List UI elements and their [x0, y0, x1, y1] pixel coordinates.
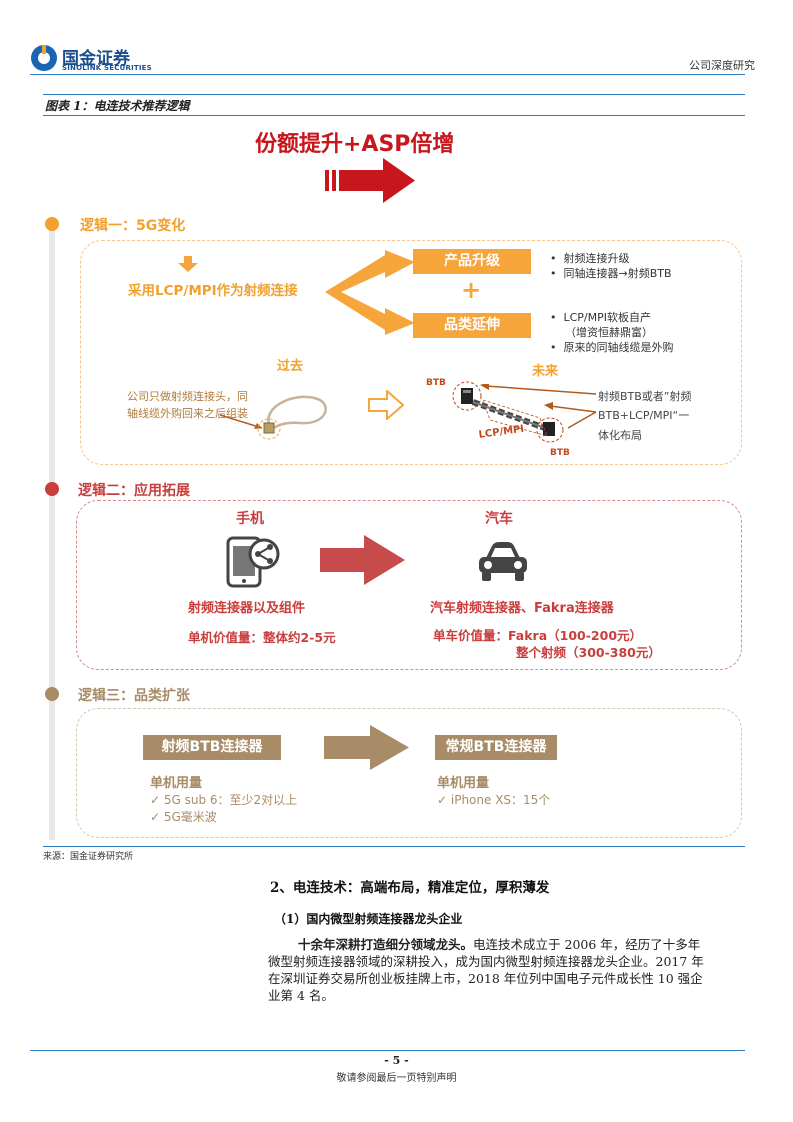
usage-item-1a: ✓ 5G sub 6：至少2对以上: [150, 793, 298, 807]
paragraph-text1: 电连技术成立于 2006 年，经历了十多年: [473, 937, 701, 952]
logic1-title: 逻辑一：5G变化: [80, 218, 186, 234]
tan-arrow-icon: [324, 725, 409, 770]
header-divider: [30, 74, 745, 75]
caption-divider-bottom: [43, 115, 745, 116]
car-icon: [479, 542, 527, 581]
footer-divider: [30, 1050, 745, 1051]
future-note-line3: 体化布局: [598, 429, 642, 442]
rf-btb-box: 射频BTB连接器: [143, 735, 281, 760]
usage-item-2a: ✓ iPhone XS：15个: [437, 793, 551, 807]
logo-text-en: SINOLINK SECURITIES: [62, 64, 152, 72]
paragraph-lead: 十余年深耕打造细分领域龙头。: [298, 937, 474, 952]
red-arrow-icon: [320, 535, 405, 585]
btb-label-top: BTB: [426, 378, 446, 388]
logic3-title: 逻辑三：品类扩张: [78, 688, 190, 704]
logic1-adopt-text: 采用LCP/MPI作为射频连接: [128, 283, 298, 299]
logic2-title: 逻辑二：应用拓展: [78, 483, 190, 499]
car-value-1: 单车价值量：Fakra（100-200元）: [433, 628, 643, 643]
logic3-frame: [76, 708, 742, 838]
logo-text-cn: 国金证券: [62, 49, 130, 69]
phone-label: 手机: [236, 511, 264, 527]
logic2-dot: [45, 482, 59, 496]
past-label: 过去: [277, 359, 304, 374]
logic1-frame: [80, 240, 742, 465]
rf-btb-assembly-image: [452, 381, 564, 443]
main-arrow-icon: [325, 158, 415, 203]
phone-value: 单机价值量：整体约2-5元: [188, 630, 336, 645]
logic2-frame: [76, 500, 742, 670]
future-label: 未来: [532, 364, 559, 379]
plus-sign: +: [461, 276, 482, 304]
extend-bullet-3: • 原来的同轴线缆是外购: [550, 341, 674, 354]
usage-item-1b: ✓ 5G毫米波: [150, 810, 217, 824]
usage-label-1: 单机用量: [150, 776, 203, 791]
upgrade-bullet-1: • 射频连接升级: [550, 252, 630, 265]
extend-bullet-1: • LCP/MPI软板自产: [550, 311, 652, 324]
extend-bullet-2: （增资恒赫鼎富）: [565, 326, 653, 339]
logo-mark-icon: [31, 45, 57, 71]
car-value-2: 整个射频（300-380元）: [516, 645, 661, 660]
car-label: 汽车: [485, 511, 513, 527]
figure-main-title: 份额提升+ASP倍增: [255, 132, 455, 157]
report-type: 公司深度研究: [689, 59, 755, 72]
company-logo: 国金证券 SINOLINK SECURITIES: [30, 44, 152, 74]
section-heading: 2、电连技术：高端布局，精准定位，厚积薄发: [270, 880, 550, 896]
future-note-line1: 射频BTB或者”射频: [598, 390, 692, 403]
logic1-dot: [45, 217, 59, 231]
logic3-dot: [45, 687, 59, 701]
down-arrow-icon: [178, 256, 198, 272]
usage-label-2: 单机用量: [437, 776, 490, 791]
future-note-line2: BTB+LCP/MPI“一: [598, 409, 690, 422]
page-number: - 5 -: [384, 1054, 409, 1067]
paragraph-line4: 业第 4 名。: [268, 988, 334, 1003]
btb-label-bottom: BTB: [550, 448, 570, 458]
figure-source: 来源：国金证券研究所: [43, 852, 134, 862]
footer-disclaimer: 敬请参阅最后一页特别声明: [336, 1073, 457, 1084]
past-note-line1: 公司只做射频连接头，同: [127, 390, 248, 403]
source-divider: [43, 846, 745, 847]
paragraph-line3: 在深圳证券交易所创业板挂牌上市，2018 年位列中国电子元件成长性 10 强企: [268, 971, 703, 986]
phone-desc: 射频连接器以及组件: [188, 601, 306, 616]
caption-divider-top: [43, 94, 745, 95]
coax-cable-image: [220, 395, 327, 440]
phone-share-icon: [226, 536, 280, 588]
car-desc: 汽车射频连接器、Fakra连接器: [430, 601, 614, 616]
normal-btb-box: 常规BTB连接器: [435, 735, 557, 760]
timeline-line: [49, 220, 55, 840]
paragraph-line2: 微型射频连接器领域的深耕投入，成为国内微型射频连接器龙头企业。2017 年: [268, 954, 704, 969]
hollow-arrow-icon: [368, 390, 404, 420]
split-arrow-icon: [325, 250, 415, 335]
upgrade-bullet-2: • 同轴连接器→射频BTB: [550, 267, 672, 280]
extend-box: 品类延伸: [413, 313, 531, 338]
upgrade-box: 产品升级: [413, 249, 531, 274]
callout-arrows: [480, 384, 597, 429]
paragraph-line1: 十余年深耕打造细分领域龙头。电连技术成立于 2006 年，经历了十多年: [298, 934, 700, 953]
past-note-line2: 轴线缆外购回来之后组装: [127, 407, 248, 420]
figure-caption: 图表 1：电连技术推荐逻辑: [45, 99, 190, 113]
sub-heading: （1）国内微型射频连接器龙头企业: [274, 912, 463, 926]
